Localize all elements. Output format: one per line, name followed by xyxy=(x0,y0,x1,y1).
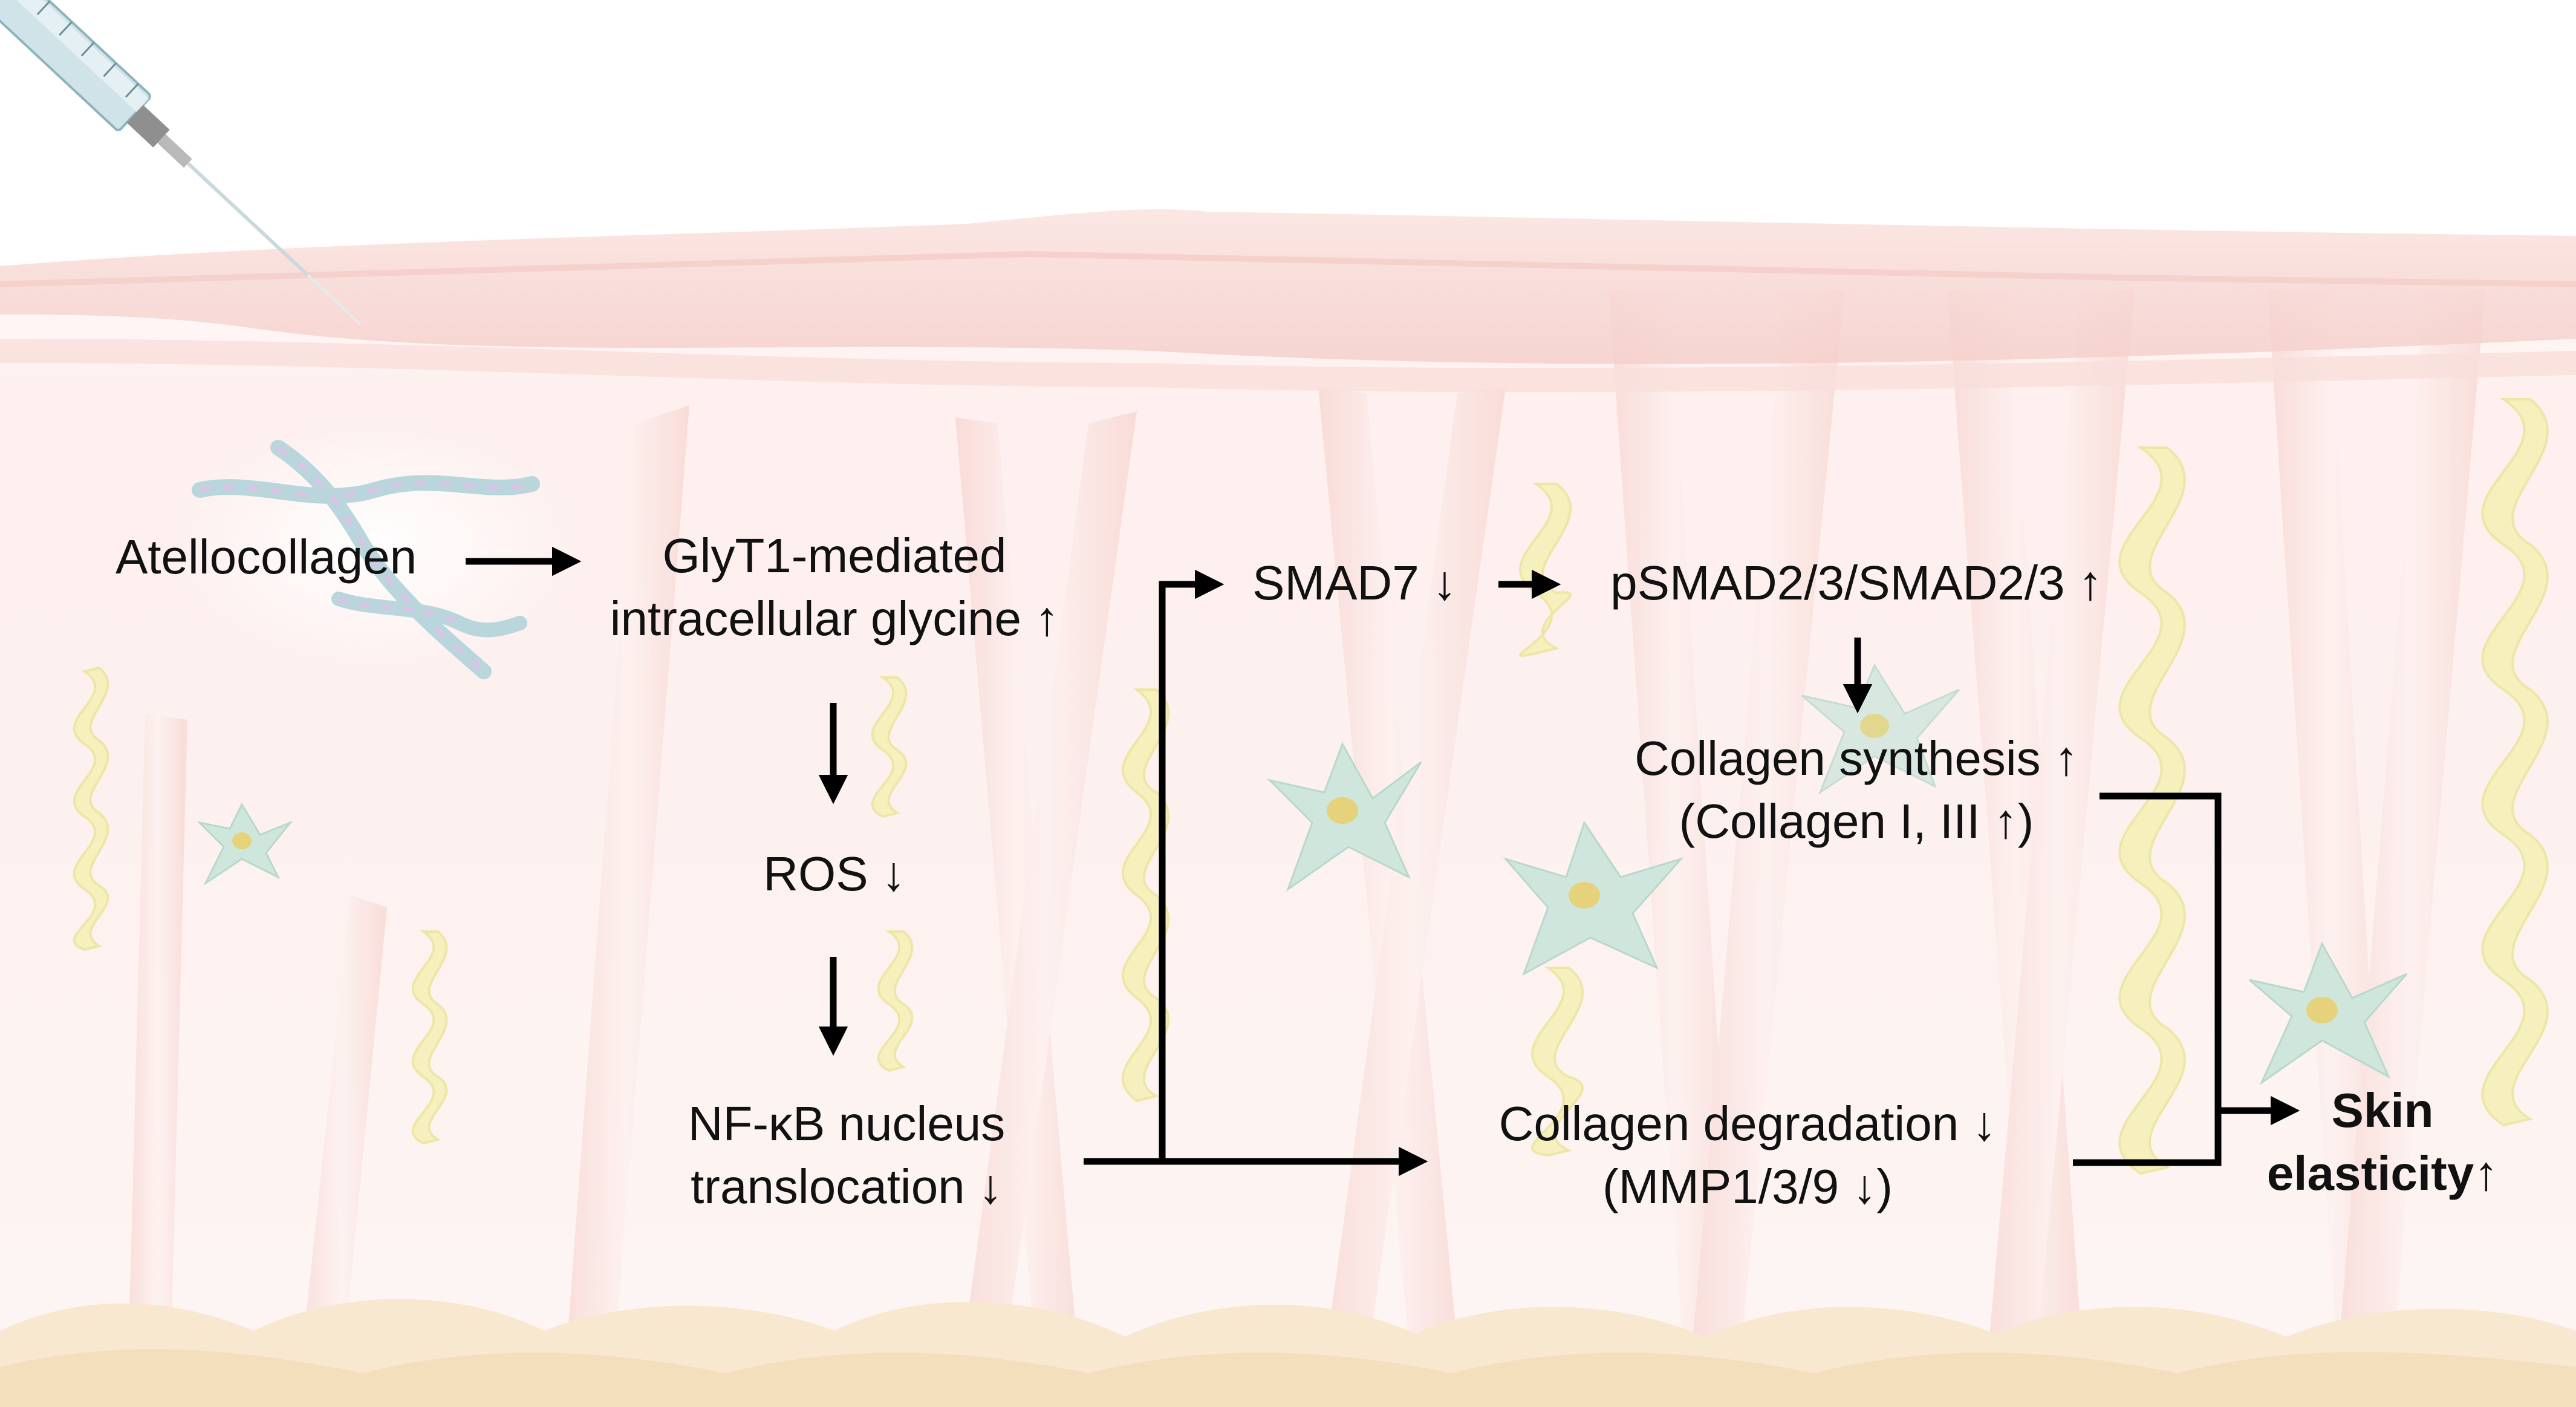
fat-layer xyxy=(0,1299,2576,1407)
node-ros-line-1: ROS ↓ xyxy=(763,847,906,901)
dermis-layer xyxy=(0,212,2576,1407)
fibroblast-icon xyxy=(197,663,2408,1086)
dermal-strands xyxy=(127,290,2485,1407)
node-glyt1: GlyT1-mediated intracellular glycine ↑ xyxy=(587,524,1082,650)
node-ros: ROS ↓ xyxy=(738,843,931,906)
node-skin-elasticity-line-2: elasticity↑ xyxy=(2266,1146,2499,1200)
syringe-icon xyxy=(0,0,362,325)
node-nfkb-line-2: translocation ↓ xyxy=(691,1160,1003,1213)
node-glyt1-line-2: intracellular glycine ↑ xyxy=(610,592,1059,645)
node-atellocollagen-line-1: Atellocollagen xyxy=(115,530,417,584)
flow-arrows xyxy=(466,546,2300,1177)
node-glyt1-line-1: GlyT1-mediated xyxy=(662,529,1007,583)
collagen-helix-icon xyxy=(73,398,2549,1175)
node-atellocollagen: Atellocollagen xyxy=(91,526,441,589)
connector-synthesis-to-skin xyxy=(2073,792,2222,1166)
node-collagen-degradation: Collagen degradation ↓ (MMP1/3/9 ↓) xyxy=(1439,1092,2056,1218)
node-skin-elasticity-line-1: Skin xyxy=(2331,1083,2434,1137)
node-collagen-synthesis: Collagen synthesis ↑ (Collagen I, III ↑) xyxy=(1572,727,2141,853)
arrow-nfkb-to-smad7 xyxy=(1159,569,1225,1161)
epidermis-layer xyxy=(0,209,2576,393)
node-collagen-degradation-line-1: Collagen degradation ↓ xyxy=(1498,1097,1997,1151)
node-collagen-degradation-line-2: (MMP1/3/9 ↓) xyxy=(1602,1160,1893,1213)
node-nfkb: NF-κB nucleus translocation ↓ xyxy=(635,1092,1058,1218)
node-nfkb-line-1: NF-κB nucleus xyxy=(688,1097,1006,1151)
collagen-fibril-icon xyxy=(169,417,581,679)
node-psmad: pSMAD2/3/SMAD2/3 ↑ xyxy=(1566,552,2147,615)
node-smad7-line-1: SMAD7 ↓ xyxy=(1252,556,1457,610)
node-smad7: SMAD7 ↓ xyxy=(1228,552,1482,615)
node-psmad-line-1: pSMAD2/3/SMAD2/3 ↑ xyxy=(1610,556,2103,610)
node-collagen-synthesis-line-1: Collagen synthesis ↑ xyxy=(1634,731,2078,785)
node-skin-elasticity: Skin elasticity↑ xyxy=(2237,1079,2528,1205)
node-collagen-synthesis-line-2: (Collagen I, III ↑) xyxy=(1679,794,2034,848)
